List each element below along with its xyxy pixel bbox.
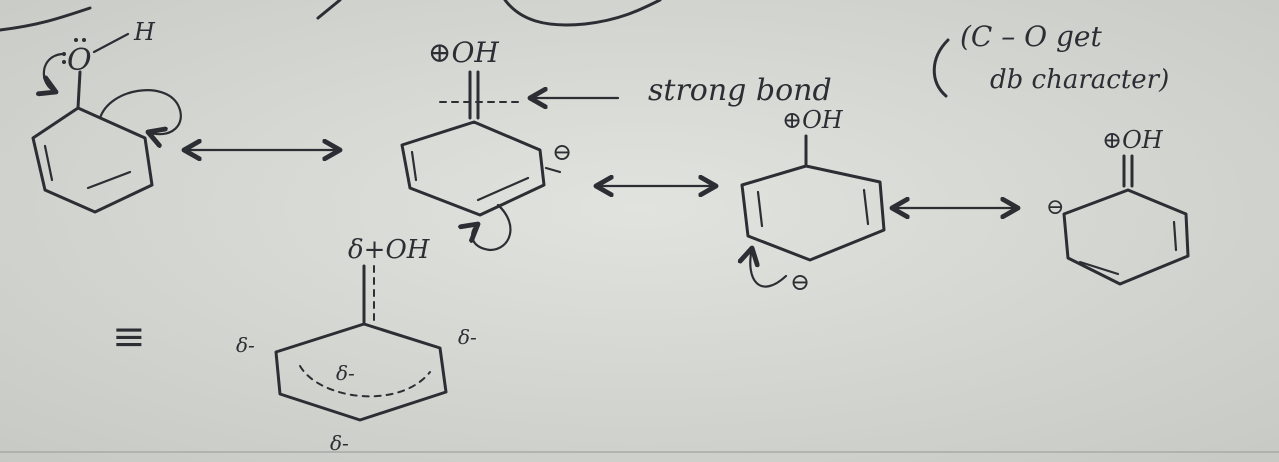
plus-oh-label: ⊕OH <box>428 36 499 69</box>
hydrogen-label: H <box>133 18 156 46</box>
phenol-structure: O H <box>31 18 182 214</box>
strong-bond-text: strong bond <box>648 73 832 108</box>
delta-minus-right: δ- <box>458 325 477 349</box>
minus-charge-label-4: ⊖ <box>1046 195 1064 220</box>
oxonium-structure-4: ⊕OH ⊖ <box>1046 126 1190 286</box>
strong-bond-note: strong bond (C – O get db character) <box>530 20 1169 108</box>
delta-minus-left: δ- <box>236 333 255 357</box>
delta-minus-bottom: δ- <box>330 431 349 455</box>
equivalence-symbol: ≡ <box>112 314 146 360</box>
partial-plus-oh-label: δ+OH <box>348 235 431 265</box>
delta-minus-center: δ- <box>336 361 355 385</box>
oxonium-structure-3: ⊕OH ⊖ <box>742 106 886 296</box>
minus-charge-label: ⊖ <box>552 138 572 166</box>
resonance-hybrid-structure: ≡ δ+OH δ- δ- δ- δ- <box>112 235 477 455</box>
cofo-line-2: db character) <box>990 65 1169 95</box>
minus-charge-label-3: ⊖ <box>790 268 810 296</box>
oxygen-atom-label: O <box>67 43 92 78</box>
top-edge-strokes <box>0 0 662 32</box>
oxonium-structure-2: ⊕OH ⊖ <box>400 36 572 252</box>
plus-oh-label-4: ⊕OH <box>1102 126 1164 154</box>
plus-oh-label-3: ⊕OH <box>782 106 844 134</box>
cofo-line-1: (C – O get <box>960 20 1102 53</box>
